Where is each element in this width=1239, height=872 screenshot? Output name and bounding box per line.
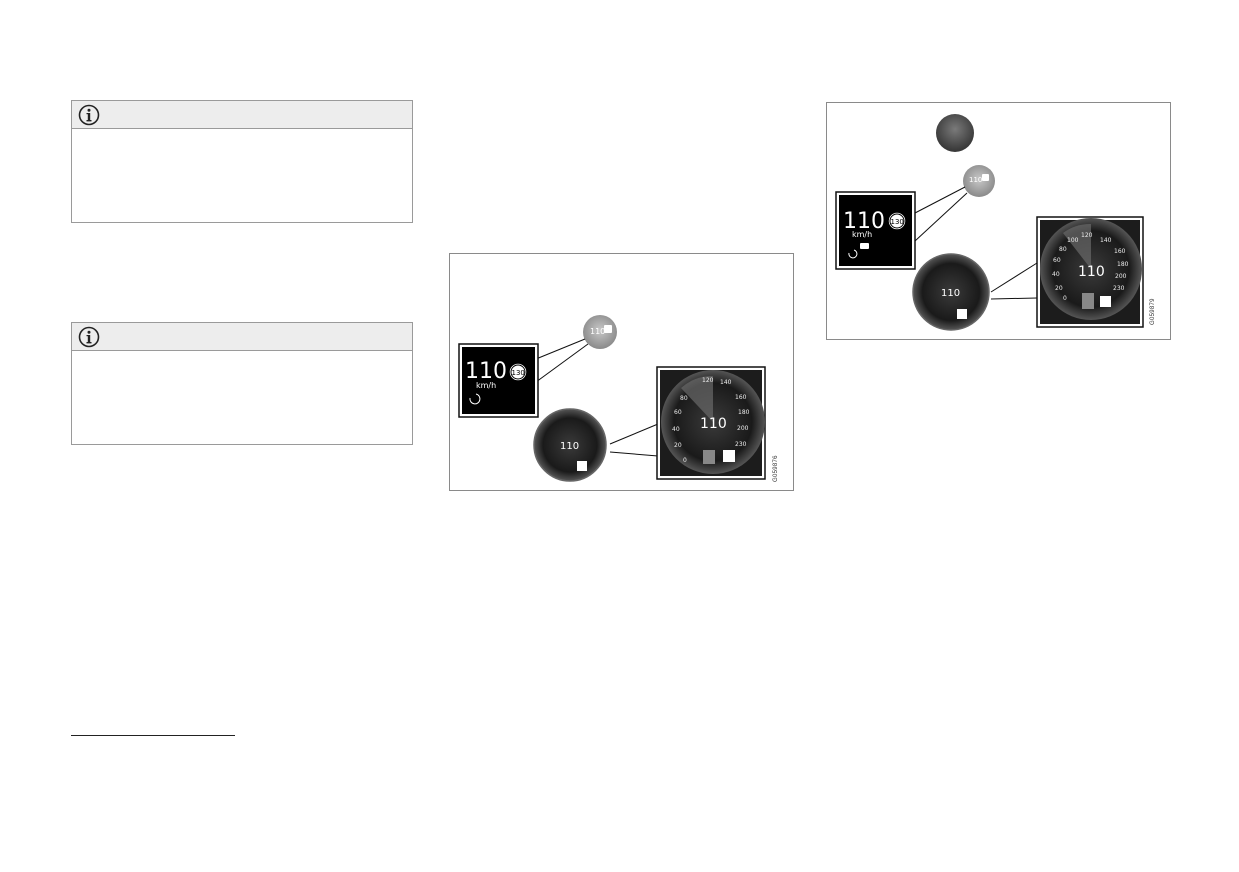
display-speed: 110	[843, 209, 885, 234]
dark-bubble	[936, 114, 974, 152]
figure-2-illustration: 110 110 km/h 130 110 0 20 40 60 80 100	[835, 114, 1144, 331]
svg-text:120: 120	[702, 377, 714, 384]
note-header	[72, 101, 412, 129]
figure-1: 110 110 km/h 130 110 0 20 40 60 80 120	[449, 253, 794, 491]
figure-code: G059879	[1150, 298, 1156, 325]
svg-text:60: 60	[1053, 257, 1061, 264]
svg-text:110: 110	[941, 288, 960, 299]
svg-text:20: 20	[1055, 285, 1063, 292]
svg-text:160: 160	[1114, 248, 1126, 255]
svg-text:120: 120	[1081, 232, 1093, 239]
display-unit: km/h	[476, 381, 496, 390]
svg-text:230: 230	[735, 441, 747, 448]
figure-1-illustration: 110 110 km/h 130 110 0 20 40 60 80 120	[458, 315, 766, 482]
svg-text:110: 110	[560, 441, 579, 452]
info-icon	[78, 104, 100, 126]
note-box-2	[71, 322, 413, 445]
svg-text:40: 40	[1052, 271, 1060, 278]
note-header	[72, 323, 412, 351]
gauge-ticks: 0 20 40 60 80 120 140 160 180 200 230	[672, 377, 750, 464]
info-icon	[78, 326, 100, 348]
cruise-icon	[848, 249, 858, 259]
svg-text:0: 0	[683, 457, 687, 464]
svg-text:140: 140	[720, 379, 732, 386]
svg-text:230: 230	[1113, 285, 1125, 292]
svg-text:200: 200	[1115, 273, 1127, 280]
display-unit: km/h	[852, 230, 872, 239]
svg-text:80: 80	[1059, 246, 1067, 253]
svg-text:110: 110	[590, 327, 605, 336]
zoom-bubble	[583, 315, 617, 349]
svg-text:140: 140	[1100, 237, 1112, 244]
svg-text:180: 180	[1117, 261, 1129, 268]
figure-code: G059876	[773, 455, 779, 482]
svg-text:200: 200	[737, 425, 749, 432]
gauge-speed: 110	[700, 416, 727, 432]
svg-text:0: 0	[1063, 295, 1067, 302]
svg-text:160: 160	[735, 394, 747, 401]
svg-text:110: 110	[969, 176, 982, 184]
svg-text:60: 60	[674, 409, 682, 416]
svg-text:180: 180	[738, 409, 750, 416]
speed-sign-value: 130	[512, 369, 525, 377]
cruise-icon	[469, 393, 481, 405]
note-box-1	[71, 100, 413, 223]
display-speed: 110	[465, 359, 507, 384]
svg-text:100: 100	[1067, 237, 1079, 244]
svg-text:80: 80	[680, 395, 688, 402]
figure-2: 110 110 km/h 130 110 0 20 40 60 80 100	[826, 102, 1171, 340]
gauge-ticks: 0 20 40 60 80 100 120 140 160 180 200 23…	[1052, 232, 1129, 302]
svg-text:40: 40	[672, 426, 680, 433]
zoom-bubble	[963, 165, 995, 197]
gauge-speed: 110	[1078, 264, 1105, 280]
small-gauge	[533, 408, 607, 482]
small-gauge	[912, 253, 990, 331]
svg-text:20: 20	[674, 442, 682, 449]
speed-sign-value: 130	[891, 218, 904, 226]
car-icon	[860, 243, 869, 249]
footnote-rule	[71, 735, 235, 736]
